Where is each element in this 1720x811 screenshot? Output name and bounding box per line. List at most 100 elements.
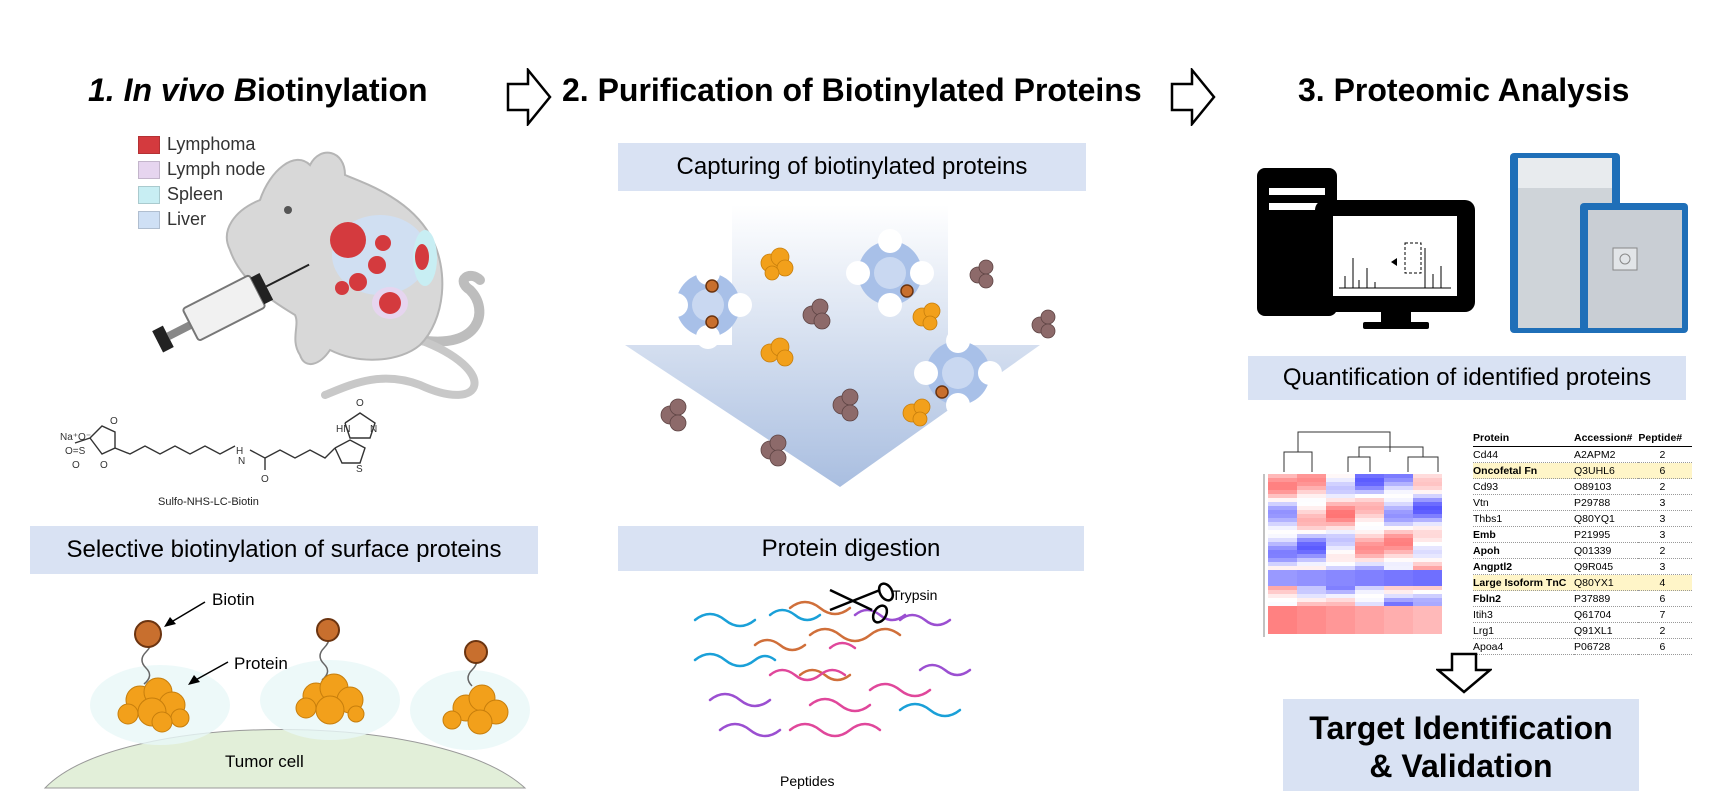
svg-text:O: O: [110, 416, 118, 427]
heatmap-cell: [1355, 578, 1384, 582]
legend-label: Spleen: [167, 184, 224, 204]
biotin-ball: [316, 618, 340, 642]
heatmap-cell: [1355, 586, 1384, 590]
heatmap-cell: [1297, 586, 1326, 590]
step1-title-rest: iotinylation: [256, 72, 428, 108]
heatmap-cell: [1384, 610, 1413, 614]
heatmap-cell: [1326, 630, 1355, 634]
table-cell-protein: Cd93: [1473, 478, 1574, 495]
legend-label: Lymph node: [167, 159, 266, 179]
step1-title-italic: In vivo B: [123, 72, 257, 108]
heatmap-cell: [1297, 482, 1326, 486]
heatmap-cell: [1326, 498, 1355, 502]
table-cell-accession: O89103: [1574, 478, 1639, 495]
table-cell-protein: Emb: [1473, 526, 1574, 543]
table-cell-protein: Vtn: [1473, 494, 1574, 511]
heatmap-cell: [1384, 566, 1413, 570]
heatmap-cell: [1413, 510, 1442, 514]
heatmap-cell: [1268, 490, 1297, 494]
surface-protein: [295, 629, 365, 725]
heatmap-cell: [1355, 518, 1384, 522]
heatmap-cell: [1326, 566, 1355, 570]
heatmap-cell: [1355, 530, 1384, 534]
heatmap-cell: [1297, 522, 1326, 526]
legend-item: Liver: [138, 207, 265, 232]
heatmap-cell: [1355, 546, 1384, 550]
heatmap-cell: [1297, 618, 1326, 622]
heatmap-cell: [1413, 618, 1442, 622]
table-cell-accession: P29788: [1574, 494, 1639, 511]
heatmap-cell: [1355, 558, 1384, 562]
svg-text:HN: HN: [336, 424, 350, 435]
legend-label: Lymphoma: [167, 134, 256, 154]
heatmap-cell: [1413, 474, 1442, 478]
heatmap-cell: [1268, 534, 1297, 538]
heatmap-cell: [1326, 522, 1355, 526]
heatmap-cell: [1413, 586, 1442, 590]
heatmap-cell: [1384, 626, 1413, 630]
heatmap-cell: [1268, 506, 1297, 510]
heatmap-cell: [1355, 566, 1384, 570]
heatmap-cell: [1268, 526, 1297, 530]
heatmap-cell: [1355, 478, 1384, 482]
heatmap-cell: [1297, 538, 1326, 542]
lymphoma-spot: [375, 235, 391, 251]
heatmap-cell: [1413, 578, 1442, 582]
table-cell-accession: P21995: [1574, 526, 1639, 543]
heatmap-cell: [1268, 606, 1297, 610]
heatmap-cell: [1297, 474, 1326, 478]
heatmap-cell: [1326, 574, 1355, 578]
heatmap-cell: [1297, 514, 1326, 518]
heatmap-cell: [1355, 494, 1384, 498]
heatmap-cell: [1297, 534, 1326, 538]
table-cell-accession: P06728: [1574, 638, 1639, 655]
heatmap-cell: [1384, 614, 1413, 618]
capture-arrow-shape: [625, 205, 1040, 487]
table-header-protein: Protein: [1473, 432, 1574, 447]
heatmap-cell: [1413, 530, 1442, 534]
heatmap-cell: [1326, 538, 1355, 542]
capture-funnel: [625, 205, 1056, 487]
heatmap-cell: [1268, 618, 1297, 622]
heatmap-cell: [1413, 526, 1442, 530]
heatmap-cell: [1268, 558, 1297, 562]
heatmap-cell: [1326, 550, 1355, 554]
heatmap-cell: [1355, 486, 1384, 490]
legend-swatch-spleen: [138, 185, 160, 204]
table-cell-accession: Q80YX1: [1574, 574, 1639, 591]
heatmap-cell: [1384, 622, 1413, 626]
heatmap-cell: [1268, 546, 1297, 550]
heatmap-cell: [1268, 578, 1297, 582]
table-cell-protein: Angptl2: [1473, 558, 1574, 575]
heatmap-cell: [1413, 594, 1442, 598]
heatmap-cell: [1355, 554, 1384, 558]
heatmap-cell: [1326, 482, 1355, 486]
legend-swatch-lymphoma: [138, 135, 160, 154]
heatmap-cell: [1355, 526, 1384, 530]
heatmap-cell: [1384, 582, 1413, 586]
heatmap-cell: [1297, 598, 1326, 602]
heatmap-cell: [1355, 538, 1384, 542]
heatmap-cell: [1297, 594, 1326, 598]
heatmap-cell: [1326, 602, 1355, 606]
heatmap-cell: [1326, 626, 1355, 630]
heatmap-cell: [1297, 554, 1326, 558]
protein-label: Protein: [234, 654, 288, 673]
heatmap-cell: [1384, 530, 1413, 534]
capture-label: Capturing of biotinylated proteins: [676, 153, 1028, 180]
heatmap-cell: [1268, 486, 1297, 490]
heatmap-cell: [1268, 522, 1297, 526]
heatmap-cell: [1413, 498, 1442, 502]
table-cell-peptides: 3: [1638, 558, 1693, 575]
process-arrow-2: [1170, 68, 1216, 126]
heatmap-cell: [1384, 474, 1413, 478]
table-cell-protein: Oncofetal Fn: [1473, 462, 1574, 479]
heatmap-cell: [1413, 518, 1442, 522]
heatmap-cell: [1326, 562, 1355, 566]
heatmap-cell: [1355, 606, 1384, 610]
target-line-2: & Validation: [1369, 748, 1553, 784]
